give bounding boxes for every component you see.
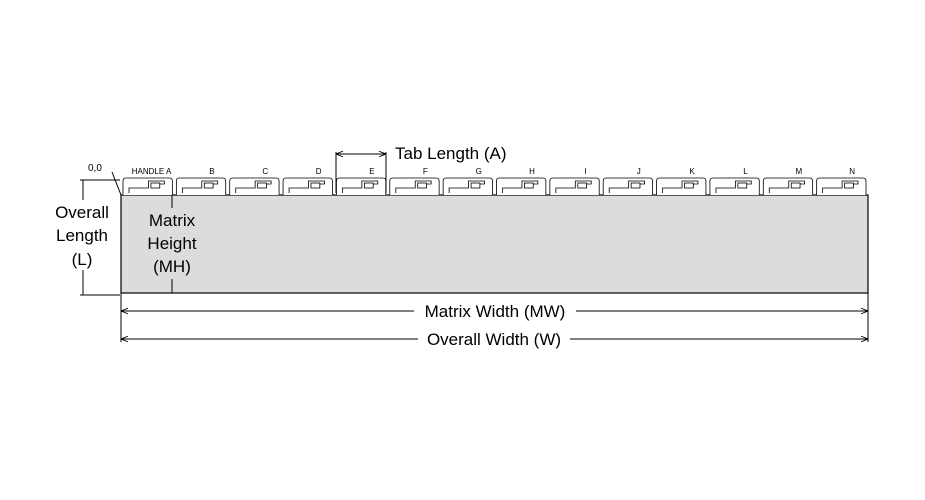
tab-detail bbox=[790, 182, 801, 189]
tab-label: K bbox=[689, 167, 695, 176]
tab-label: I bbox=[584, 167, 586, 176]
tab-8: H bbox=[496, 167, 547, 195]
origin-leader-line bbox=[111, 171, 122, 196]
tab-5: E bbox=[336, 167, 387, 195]
tab-label: D bbox=[316, 167, 322, 176]
overall-width-label: Overall Width (W) bbox=[427, 330, 561, 349]
tab-detail bbox=[257, 182, 267, 189]
tab-detail bbox=[363, 182, 374, 189]
tab-6: F bbox=[389, 167, 440, 195]
tab-7: G bbox=[442, 167, 493, 195]
tab-length-label: Tab Length (A) bbox=[395, 144, 507, 163]
tab-12: L bbox=[709, 167, 760, 195]
overall-length-label-line1: Overall bbox=[55, 203, 109, 222]
tab-label: B bbox=[209, 167, 214, 176]
tab-detail bbox=[150, 182, 161, 189]
matrix-body bbox=[120, 194, 869, 294]
tab-2: B bbox=[175, 167, 227, 195]
matrix-width-label: Matrix Width (MW) bbox=[425, 302, 566, 321]
tab-label: M bbox=[795, 167, 802, 176]
tab-label: L bbox=[743, 167, 748, 176]
tab-detail bbox=[470, 182, 481, 189]
tab-detail bbox=[630, 182, 641, 189]
overall-length-label-line3: (L) bbox=[72, 250, 93, 269]
tab-detail bbox=[203, 182, 214, 189]
tab-label: G bbox=[476, 167, 482, 176]
overall-length-label-line2: Length bbox=[56, 226, 108, 245]
tab-label: E bbox=[369, 167, 374, 176]
tab-detail bbox=[844, 182, 854, 189]
tab-label: HANDLE A bbox=[132, 167, 172, 176]
matrix-height-label-line2: Height bbox=[147, 234, 196, 253]
tab-3: C bbox=[229, 167, 280, 195]
tab-label: J bbox=[637, 167, 641, 176]
tab-label: F bbox=[423, 167, 428, 176]
tab-1: HANDLE A bbox=[122, 167, 173, 195]
tab-13: M bbox=[762, 167, 814, 195]
matrix-height-label-line3: (MH) bbox=[153, 257, 191, 276]
tab-label: C bbox=[262, 167, 268, 176]
tab-label: N bbox=[849, 167, 855, 176]
matrix-height-label-line1: Matrix bbox=[149, 211, 196, 230]
tabs-row: HANDLE A B C D E F G H I J K L M N bbox=[122, 167, 867, 195]
tab-14: N bbox=[816, 167, 867, 195]
tab-label: H bbox=[529, 167, 535, 176]
tab-detail bbox=[310, 182, 321, 189]
tab-4: D bbox=[282, 167, 333, 195]
tab-detail bbox=[417, 182, 427, 189]
tab-detail bbox=[577, 182, 588, 189]
tab-detail bbox=[524, 182, 534, 189]
tab-10: J bbox=[602, 167, 653, 195]
tab-11: K bbox=[656, 167, 707, 195]
tab-detail bbox=[684, 182, 694, 189]
tab-9: I bbox=[549, 167, 600, 195]
origin-label: 0,0 bbox=[88, 163, 102, 174]
tab-detail bbox=[737, 182, 748, 189]
